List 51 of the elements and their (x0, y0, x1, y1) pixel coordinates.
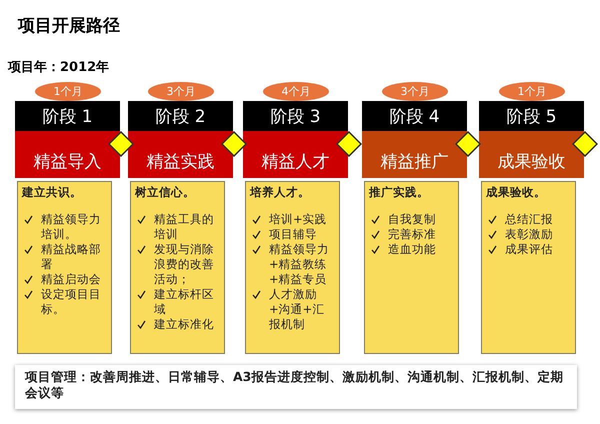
stage-name: 精益人才 (243, 131, 348, 178)
detail-card (364, 181, 459, 354)
year-label: 项目年：2012年 (8, 59, 110, 76)
bullet-text: 成果评估 (505, 242, 553, 257)
detail-card (130, 181, 225, 354)
note-box: 项目管理：改善周推进、日常辅导、A3报告进度控制、激励机制、沟通机制、汇报机制、定期会议等 (15, 365, 577, 409)
stage-name: 精益实践 (128, 131, 233, 178)
stage-name: 成果验收 (479, 131, 584, 178)
card-heading: 建立共识。 (22, 185, 83, 200)
stage-number: 阶段 4 (362, 101, 467, 131)
stage-name: 精益推广 (362, 131, 467, 178)
bullet-text: 精益领导力培训。 (41, 212, 102, 242)
bullet-text: 精益领导力+精益教练+精益专员 (269, 242, 330, 287)
detail-card (245, 181, 340, 354)
bullet-text: 精益战略部署 (41, 242, 102, 272)
bullet-text: 建立标准化 (154, 317, 214, 332)
bullet-text: 精益启动会 (41, 272, 101, 287)
bullet-text: 造血功能 (388, 242, 436, 257)
bullet-text: 发现与消除浪费的改善活动； (154, 242, 215, 287)
stage-number: 阶段 3 (243, 101, 348, 131)
stage-box (128, 101, 233, 178)
stage-box (479, 101, 584, 178)
bullet-text: 人才激励+沟通+汇报机制 (269, 287, 326, 332)
duration-badge: 4个月 (263, 82, 329, 101)
stage-number: 阶段 2 (128, 101, 233, 131)
bullet-text: 完善标准 (388, 227, 436, 242)
stage-box (15, 101, 120, 178)
duration-badge: 3个月 (148, 82, 214, 101)
bullet-text: 总结汇报 (505, 212, 553, 227)
duration-badge: 3个月 (382, 82, 448, 101)
stage-box (243, 101, 348, 178)
detail-card (481, 181, 576, 354)
card-heading: 推广实践。 (369, 185, 430, 200)
duration-badge: 1个月 (35, 82, 101, 101)
stage-number: 阶段 1 (15, 101, 120, 131)
bullet-text: 培训+实践 (269, 212, 327, 227)
stage-name: 精益导入 (15, 131, 120, 178)
bullet-text: 项目辅导 (269, 227, 317, 242)
card-heading: 成果验收。 (486, 185, 547, 200)
bullet-text: 精益工具的培训 (154, 212, 215, 242)
detail-card (17, 181, 112, 354)
bullet-text: 设定项目目标。 (41, 287, 102, 317)
card-heading: 树立信心。 (135, 185, 196, 200)
duration-badge: 1个月 (499, 82, 565, 101)
stage-number: 阶段 5 (479, 101, 584, 131)
bullet-text: 建立标杆区域 (154, 287, 215, 317)
card-heading: 培养人才。 (250, 185, 311, 200)
title: 项目开展路径 (18, 15, 121, 37)
bullet-text: 自我复制 (388, 212, 436, 227)
stage-box (362, 101, 467, 178)
bullet-text: 表彰激励 (505, 227, 553, 242)
